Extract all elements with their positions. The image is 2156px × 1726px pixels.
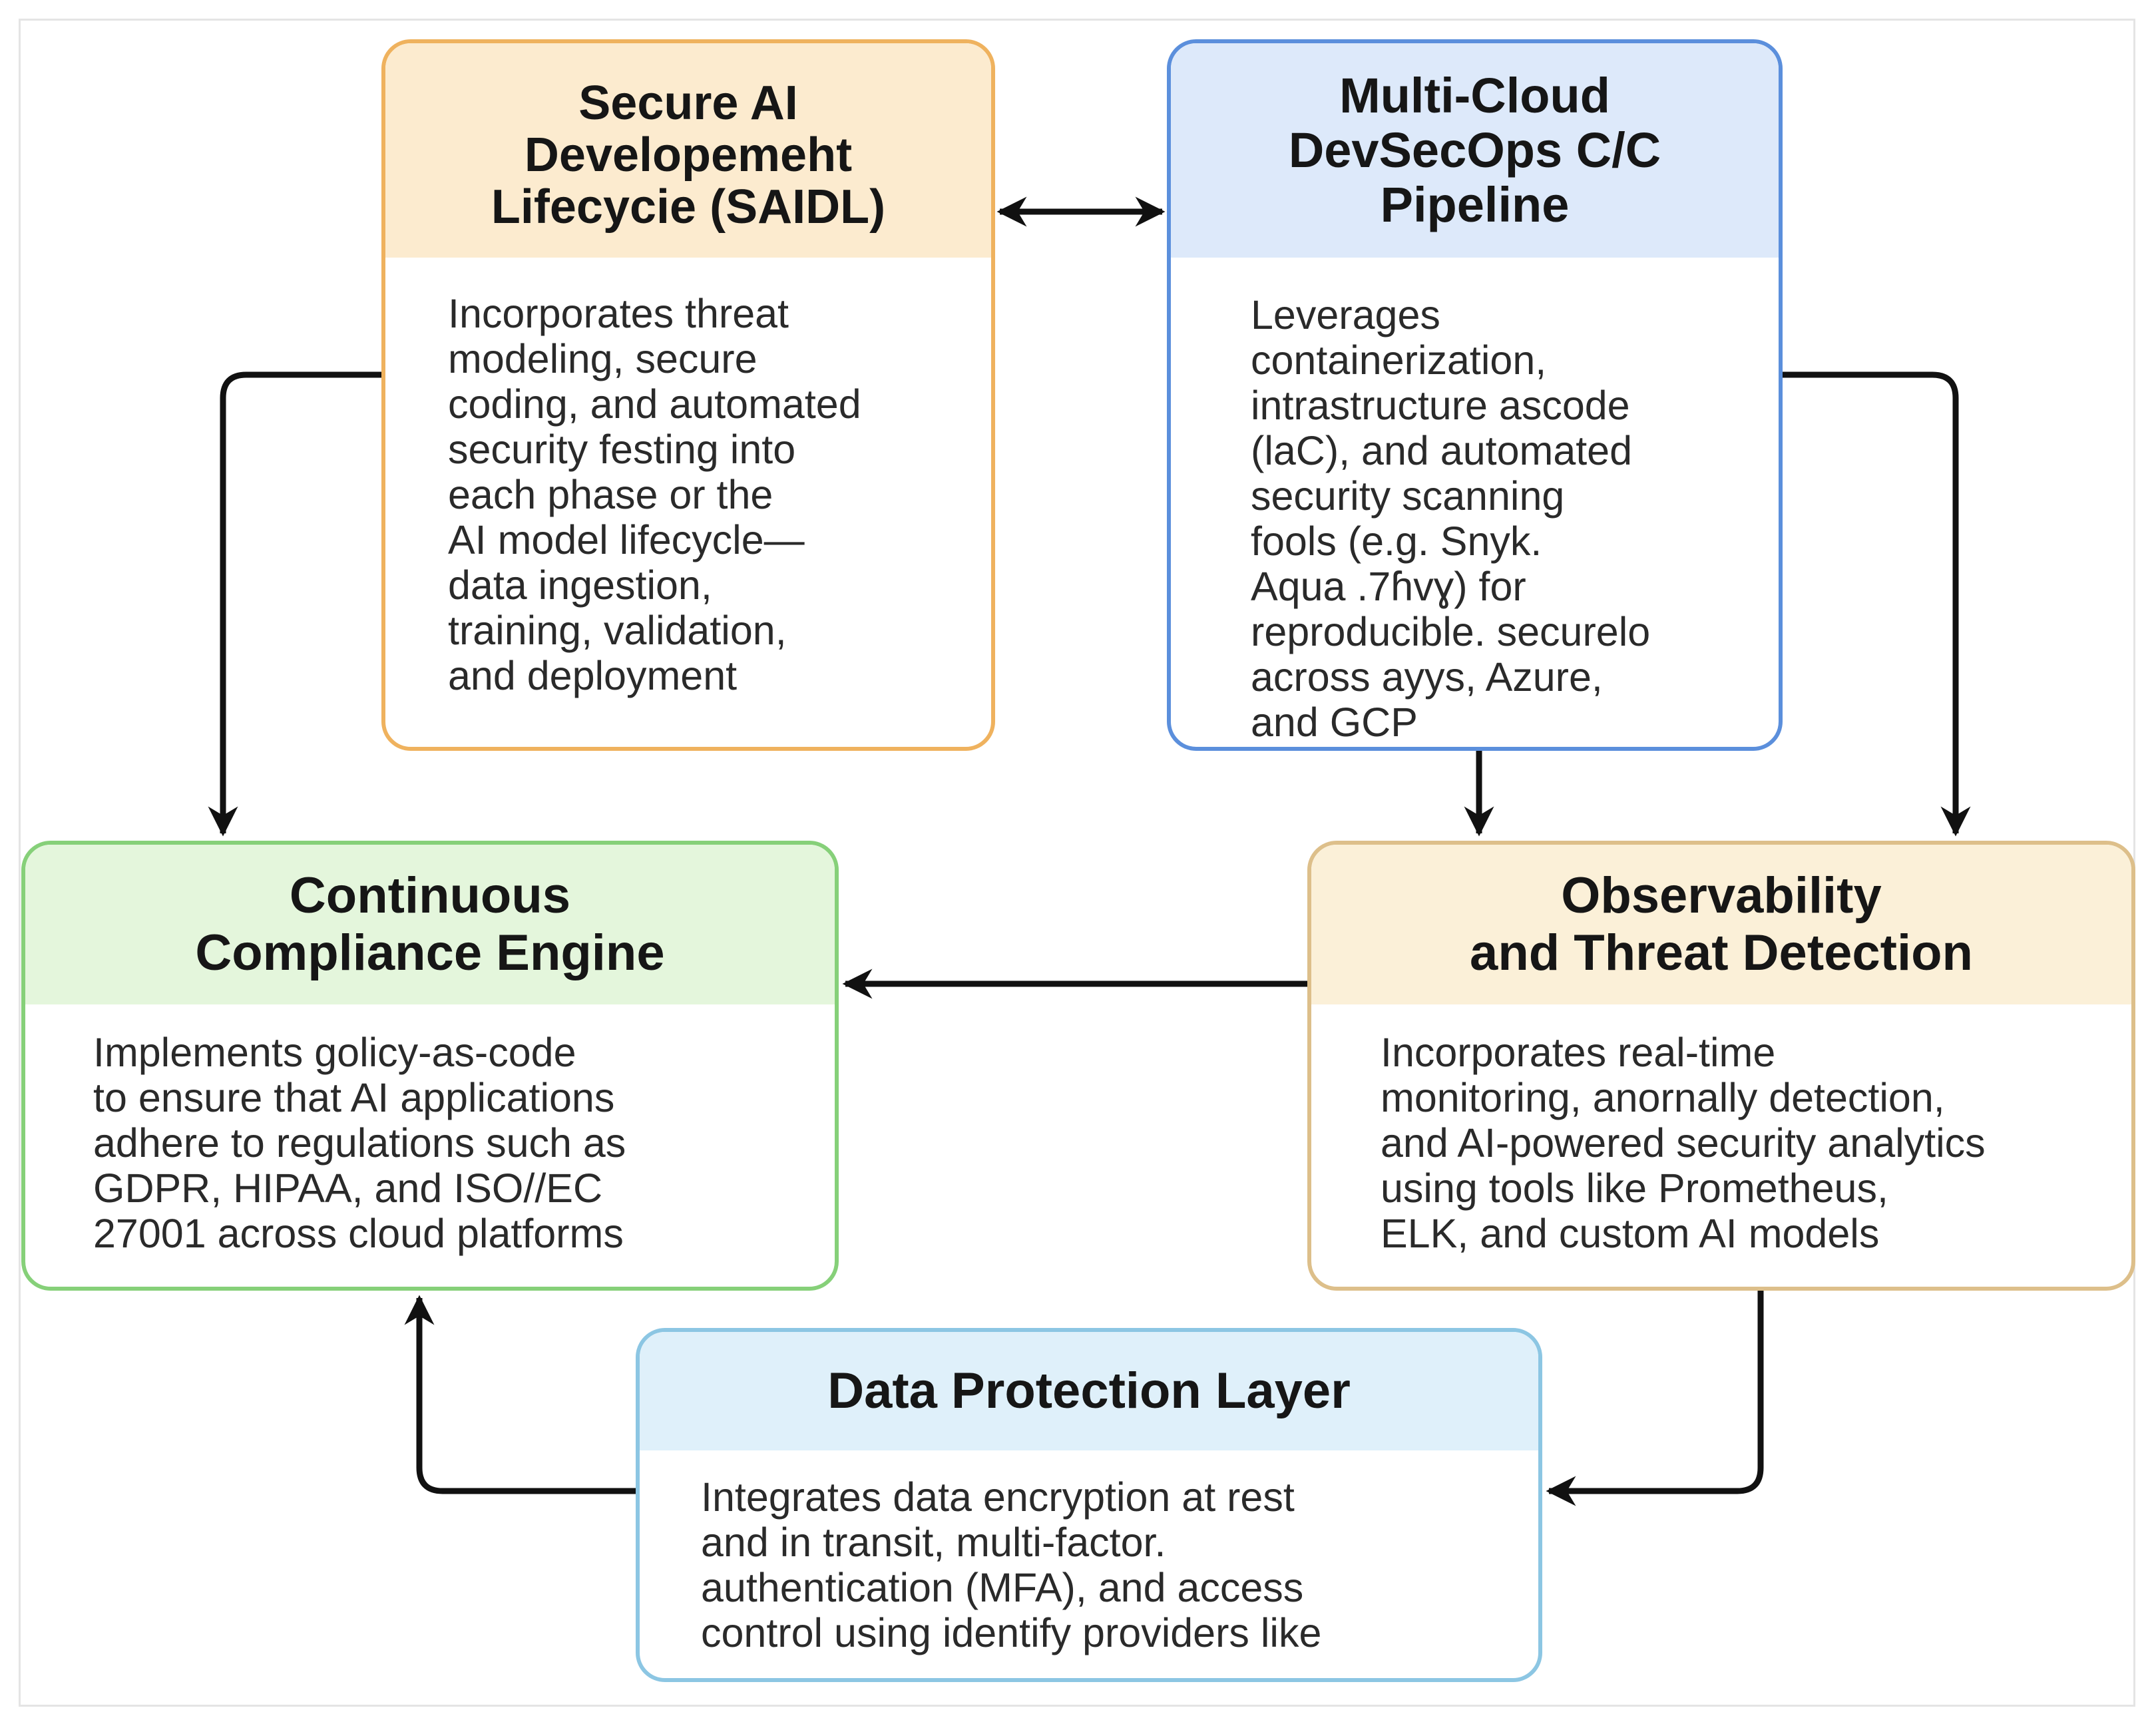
arrow-devsecops-observability-right bbox=[1783, 371, 1971, 837]
data-protection-box: Data Protection Layer Integrates data en… bbox=[636, 1328, 1542, 1682]
saidl-box: Secure AI Developemeht Lifecycie (SAIDL)… bbox=[381, 39, 995, 751]
arrow-dataprot-compliance bbox=[404, 1295, 636, 1494]
compliance-title: Continuous Compliance Engine bbox=[25, 845, 835, 1004]
data-protection-title: Data Protection Layer bbox=[640, 1332, 1538, 1450]
devsecops-pipeline-box: Multi-Cloud DevSecOps C/C Pipeline Lever… bbox=[1167, 39, 1783, 751]
devsecops-description: Leverages containerization, intrastructu… bbox=[1251, 292, 1651, 745]
observability-description: Incorporates real-time monitoring, anorn… bbox=[1381, 1030, 1986, 1256]
saidl-title: Secure AI Developemeht Lifecycie (SAIDL) bbox=[385, 43, 991, 258]
arrow-saidl-compliance bbox=[208, 371, 381, 837]
compliance-description: Implements golicy-as-code to ensure that… bbox=[93, 1030, 626, 1256]
saidl-description: Incorporates threat modeling, secure cod… bbox=[448, 291, 861, 698]
data-protection-description: Integrates data encryption at rest and i… bbox=[701, 1474, 1322, 1655]
observability-title: Observability and Threat Detection bbox=[1311, 845, 2131, 1004]
compliance-engine-box: Continuous Compliance Engine Implements … bbox=[21, 841, 839, 1291]
observability-box: Observability and Threat Detection Incor… bbox=[1307, 841, 2135, 1291]
devsecops-title: Multi-Cloud DevSecOps C/C Pipeline bbox=[1171, 43, 1779, 258]
arrow-observability-dataprot bbox=[1546, 1291, 1764, 1506]
